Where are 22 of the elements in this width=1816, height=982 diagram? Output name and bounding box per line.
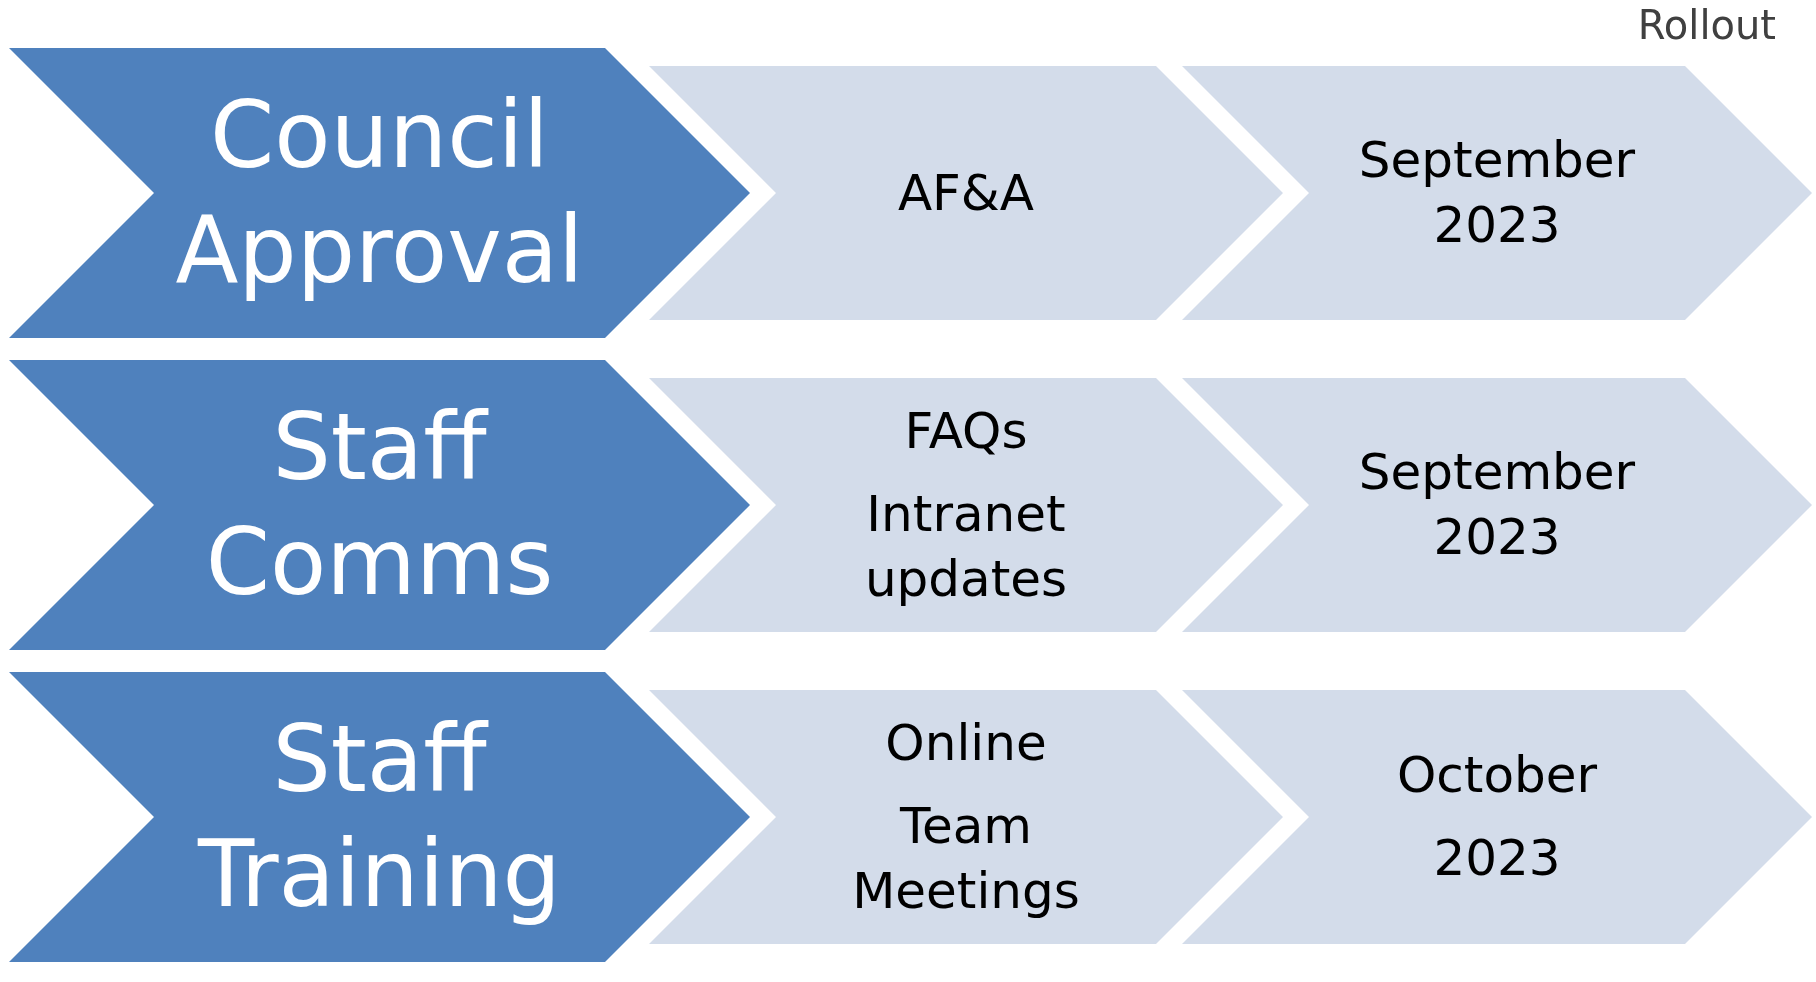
step-text: Team Meetings <box>851 795 1081 922</box>
stage-title: Staff Comms <box>204 393 555 618</box>
step-text: AF&A <box>897 162 1035 224</box>
chevron-shape <box>1182 66 1812 320</box>
chevron-shape <box>9 360 750 650</box>
step-text: Intranet updates <box>863 483 1069 610</box>
step-text: September 2023 <box>1357 130 1637 256</box>
step-text: Online <box>885 712 1047 774</box>
step-text: FAQs <box>904 400 1028 462</box>
chevron-shape <box>9 48 750 338</box>
step-text: October <box>1396 745 1598 806</box>
stage-title: Staff Training <box>196 705 562 930</box>
chevron-shape <box>649 690 1283 944</box>
step-text: 2023 <box>1433 828 1561 889</box>
chevron-shape <box>1182 378 1812 632</box>
step-text: September 2023 <box>1357 442 1637 568</box>
chevron-shape <box>9 672 750 962</box>
stage-title: Council Approval <box>174 81 585 306</box>
heading-text: Rollout <box>1637 2 1776 48</box>
chevron-shape <box>1182 690 1812 944</box>
chevron-shape <box>649 378 1283 632</box>
chevron-shape <box>649 66 1283 320</box>
